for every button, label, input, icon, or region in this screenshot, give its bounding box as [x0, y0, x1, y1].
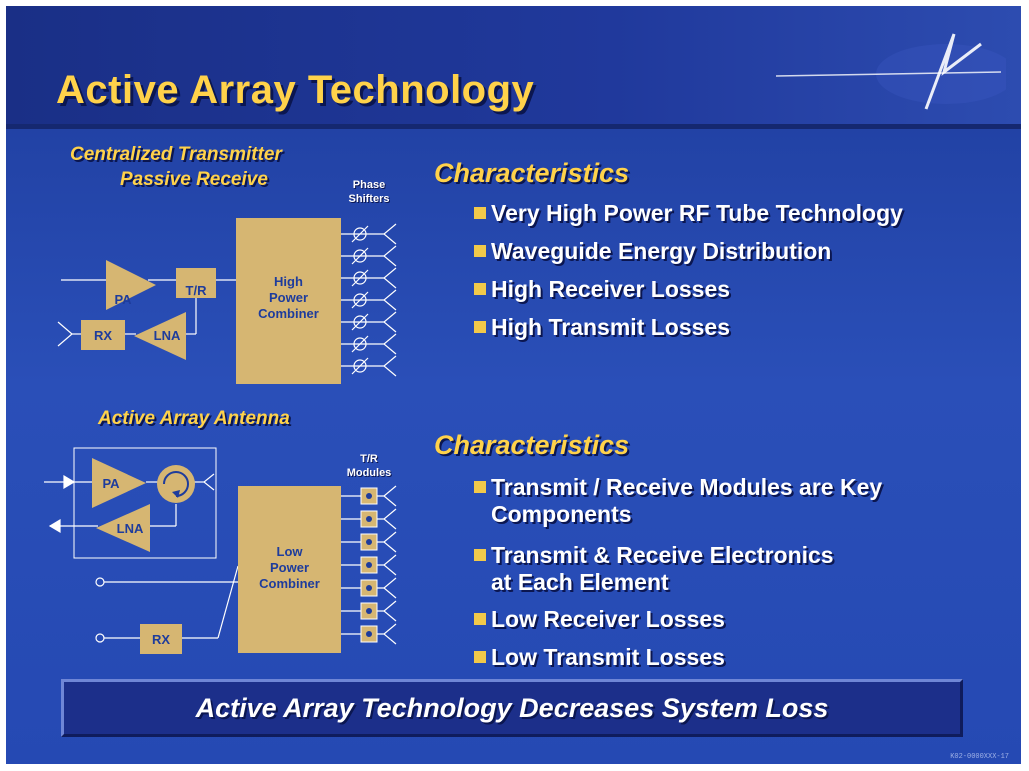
pa-amplifier-icon	[106, 260, 156, 310]
phase-shifter-array	[341, 223, 397, 377]
phase-shifters-label-2: Shifters	[348, 193, 390, 205]
tr-switch-block	[176, 268, 216, 298]
bullet-square-icon	[474, 283, 486, 295]
characteristics-top-heading: Characteristics	[434, 158, 630, 188]
footnote-code: K02-0000XXX-17	[950, 753, 1009, 761]
bullet-square-icon	[474, 613, 486, 625]
rx-block	[81, 320, 125, 350]
phase-shifters-label-1: Phase	[352, 179, 386, 191]
char-top-item-1: Very High Power RF Tube Technology	[474, 200, 903, 227]
lna-label-bottom: LNA	[116, 521, 144, 536]
top-diagram-heading-line1: Centralized Transmitter	[70, 144, 282, 165]
combiner-label-2: Power	[268, 290, 308, 305]
page-title: Active Array Technology	[56, 68, 535, 112]
char-top-item-3: High Receiver Losses	[474, 276, 730, 303]
combiner-label-1: High	[274, 274, 303, 289]
char-bottom-item-3: Low Receiver Losses	[474, 606, 725, 633]
bottom-diagram-heading: Active Array Antenna	[98, 408, 290, 429]
company-logo-icon	[776, 33, 1006, 110]
low-combiner-label-1: Low	[276, 544, 303, 559]
lna-label: LNA	[153, 328, 181, 343]
bullet-square-icon	[474, 207, 486, 219]
rx-label-bottom: RX	[151, 632, 171, 647]
low-combiner-label-3: Combiner	[259, 576, 320, 591]
char-top-item-4: High Transmit Losses	[474, 314, 730, 341]
tr-modules-label-1: T/R	[360, 453, 378, 465]
tr-label: T/R	[185, 283, 207, 298]
top-diagram-heading-line2: Passive Receive	[120, 169, 268, 190]
slide: Active Array Technology Centralized Tran…	[6, 6, 1021, 764]
tr-modules-label-2: Modules	[346, 467, 392, 479]
char-top-item-2: Waveguide Energy Distribution	[474, 238, 831, 265]
char-bottom-item-4: Low Transmit Losses	[474, 644, 725, 671]
bullet-square-icon	[474, 321, 486, 333]
combiner-label-3: Combiner	[258, 306, 319, 321]
pa-label-bottom: PA	[102, 476, 120, 491]
low-combiner-label-2: Power	[269, 560, 309, 575]
conclusion-banner: Active Array Technology Decreases System…	[61, 679, 963, 737]
header-divider	[6, 124, 1021, 129]
pa-label: PA	[114, 292, 132, 307]
rx-label: RX	[93, 328, 113, 343]
bullet-square-icon	[474, 481, 486, 493]
lna-amplifier-icon-bottom	[96, 504, 150, 552]
block-diagram	[44, 218, 397, 654]
header-band	[6, 6, 1021, 124]
pa-amplifier-icon-bottom	[92, 458, 146, 508]
low-power-combiner-block	[238, 486, 341, 653]
bullet-square-icon	[474, 245, 486, 257]
circulator-icon	[157, 465, 195, 503]
bullet-square-icon	[474, 651, 486, 663]
bullet-square-icon	[474, 549, 486, 561]
lna-amplifier-icon	[134, 312, 186, 360]
characteristics-bottom-heading: Characteristics	[434, 430, 630, 460]
high-power-combiner-block	[236, 218, 341, 384]
tr-module-squares	[360, 487, 378, 643]
rx-block-bottom	[140, 624, 182, 654]
banner-text: Active Array Technology Decreases System…	[195, 693, 829, 723]
